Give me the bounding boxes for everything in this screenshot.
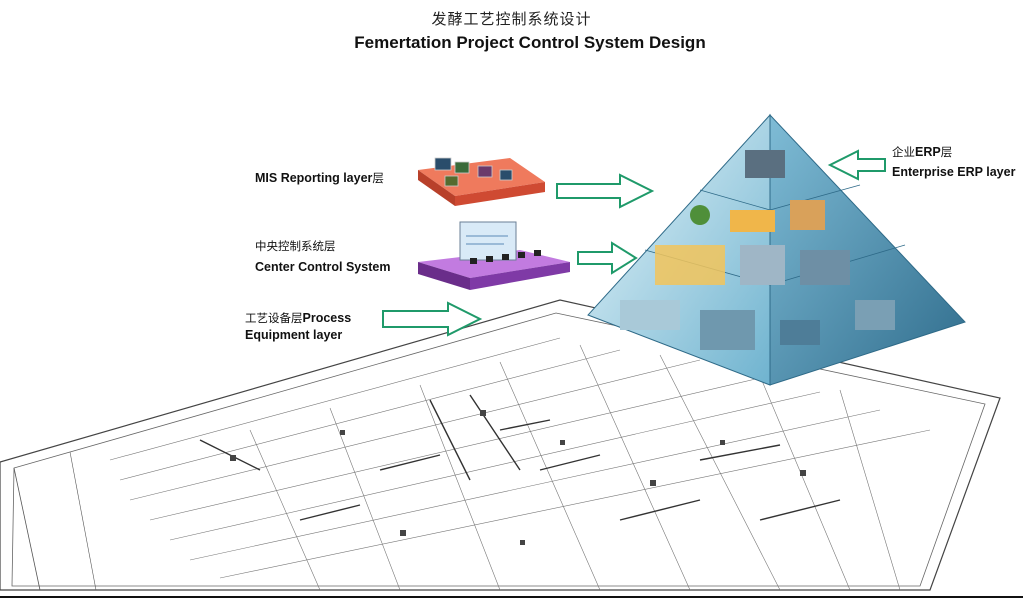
center-control-platform <box>418 221 570 290</box>
erp-label-cn2: 层 <box>940 145 953 159</box>
bottom-divider <box>0 596 1023 598</box>
mis-reporting-platform <box>418 157 545 206</box>
process-label-cn: 工艺设备层 <box>245 311 303 325</box>
erp-layer-label: 企业ERP层 Enterprise ERP layer <box>892 144 1023 181</box>
right-arrow-icon <box>556 173 655 209</box>
center-label-cn: 中央控制系统层 <box>255 239 336 253</box>
center-label-en: Center Control System <box>255 260 391 274</box>
title-english: Femertation Project Control System Desig… <box>354 33 706 52</box>
erp-label-cn: 企业 <box>892 145 915 159</box>
process-label-en1: Process <box>302 311 352 325</box>
enterprise-pyramid <box>587 113 966 386</box>
title-chinese: 发酵工艺控制系统设计 <box>431 10 592 28</box>
center-layer-label: 中央控制系统层 Center Control System <box>255 238 390 276</box>
erp-label-abbr: ERP <box>915 145 941 159</box>
mis-layer-label: MIS Reporting layer层 <box>255 170 384 187</box>
erp-label-en: Enterprise ERP layer <box>892 165 1016 179</box>
left-arrow-icon <box>827 149 886 181</box>
mis-label-cn: 层 <box>372 171 384 185</box>
process-layer-label: 工艺设备层Process Equipment layer <box>245 310 351 344</box>
process-label-en2: Equipment layer <box>245 328 343 342</box>
mis-label-en: MIS Reporting layer <box>255 171 373 185</box>
right-arrow-icon <box>382 301 483 337</box>
right-arrow-icon <box>577 241 638 275</box>
